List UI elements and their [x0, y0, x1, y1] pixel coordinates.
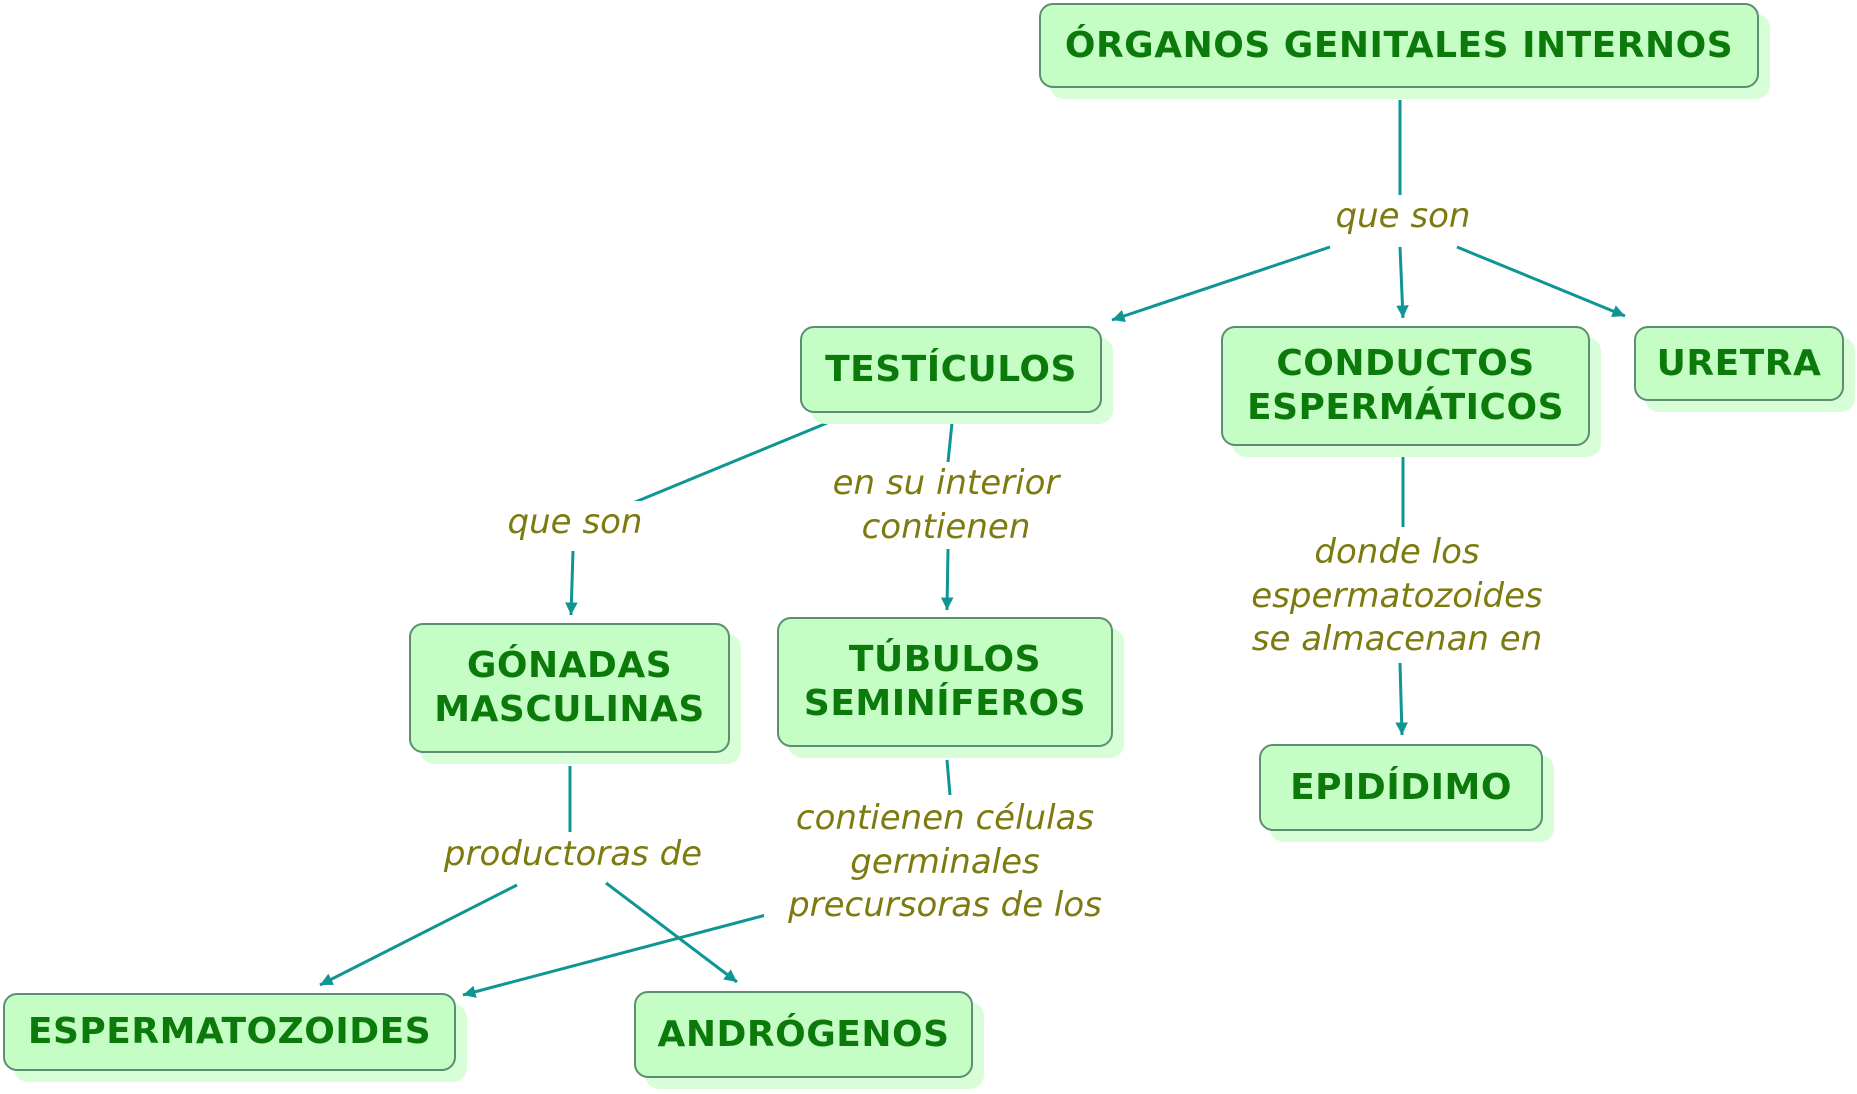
arrow-productoras-to-espermatozoides [319, 883, 518, 987]
node-androgenos: ANDRÓGENOS [634, 991, 973, 1078]
link-label-en-su-interior-contienen: en su interior contienen [805, 462, 1087, 550]
node-organos-genitales-internos: ÓRGANOS GENITALES INTERNOS [1039, 3, 1759, 88]
arrow-que-son-to-testiculos [1111, 245, 1331, 322]
node-conductos-espermaticos: CONDUCTOS ESPERMÁTICOS [1221, 326, 1590, 446]
link-label-donde-los-espermatozoides: donde los espermatozoides se almacenan e… [1223, 531, 1571, 662]
link-label-que-son-testiculos: que son [484, 501, 666, 545]
arrow-que-son-to-uretra [1456, 245, 1626, 318]
arrow-que-son-to-gonadas [565, 550, 578, 616]
node-epididimo: EPIDÍDIMO [1259, 744, 1543, 831]
link-label-que-son: que son [1312, 195, 1494, 239]
arrow-donde-los-to-epididimo [1395, 662, 1408, 736]
node-espermatozoides: ESPERMATOZOIDES [3, 993, 456, 1071]
node-gonadas-masculinas: GÓNADAS MASCULINAS [409, 623, 730, 753]
link-label-contienen-celulas-germinales: contienen células germinales precursoras… [764, 797, 1126, 928]
arrow-en-su-interior-to-tubulos [940, 548, 954, 611]
link-label-productoras-de: productoras de [417, 833, 729, 877]
arrow-que-son-to-conductos [1396, 246, 1409, 319]
arrow-productoras-to-androgenos [605, 881, 738, 984]
connector-testiculos-to-en-su-interior [946, 422, 954, 463]
arrow-contienen-to-espermatozoides [462, 913, 767, 998]
node-tubulos-seminiferos: TÚBULOS SEMINÍFEROS [777, 617, 1113, 747]
node-uretra: URETRA [1634, 326, 1844, 401]
connector-tubulos-to-contienen [945, 759, 952, 796]
node-testiculos: TESTÍCULOS [800, 326, 1102, 413]
connector-testiculos-to-que-son [627, 421, 828, 507]
